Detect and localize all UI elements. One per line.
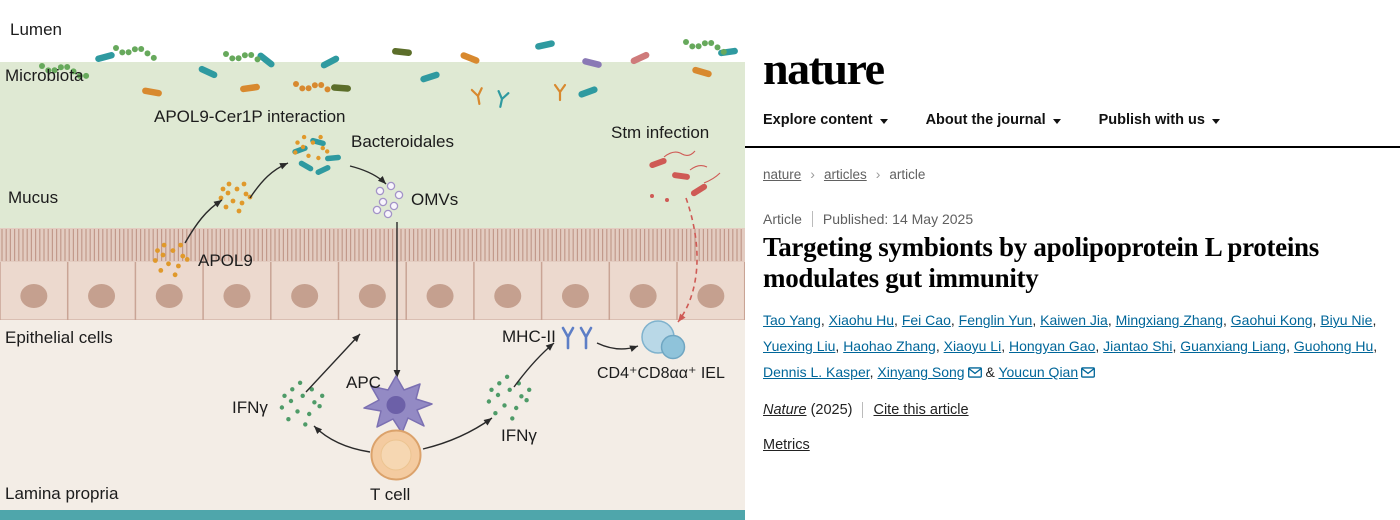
- metrics: Metrics: [763, 437, 810, 453]
- journal-link[interactable]: Nature: [763, 402, 807, 418]
- label-apol9-cer1p: APOL9-Cer1P interaction: [154, 107, 346, 126]
- email-icon[interactable]: [967, 367, 982, 378]
- nav-explore-content[interactable]: Explore content: [763, 112, 888, 128]
- breadcrumb-article: article: [889, 166, 926, 182]
- nav-publish-with-us[interactable]: Publish with us: [1099, 112, 1220, 128]
- breadcrumb-articles[interactable]: articles: [823, 166, 867, 182]
- nav-label: About the journal: [925, 112, 1046, 128]
- author-link[interactable]: Haohao Zhang: [843, 337, 936, 354]
- author-link[interactable]: Biyu Nie: [1320, 312, 1373, 328]
- breadcrumb-separator: ›: [875, 166, 881, 182]
- label-epithelial-cells: Epithelial cells: [5, 328, 113, 347]
- journal-line: Nature (2025) Cite this article: [763, 402, 969, 418]
- author-link[interactable]: Xiaohu Hu: [828, 312, 895, 328]
- site-nav: Explore content About the journal Publis…: [763, 112, 1220, 128]
- label-microbiota: Microbiota: [5, 66, 84, 85]
- author-link[interactable]: Fei Cao: [901, 312, 951, 328]
- figure-panel: Lumen Microbiota APOL9-Cer1P interaction…: [0, 20, 745, 520]
- author-link[interactable]: Tao Yang: [763, 312, 821, 328]
- label-stm-infection: Stm infection: [611, 123, 710, 142]
- label-lumen: Lumen: [10, 20, 62, 39]
- gut-immunity-figure: [0, 39, 745, 520]
- iel-cell-icon: [641, 320, 686, 360]
- microvilli-stripes-icon: [1, 229, 742, 261]
- author-link[interactable]: Mingxiang Zhang: [1115, 312, 1224, 328]
- author-list: Tao Yang, Xiaohu Hu, Fei Cao, Fenglin Yu…: [763, 312, 1378, 380]
- nature-logo[interactable]: nature: [763, 43, 885, 94]
- breadcrumb-nature[interactable]: nature: [763, 166, 802, 182]
- label-apol9: APOL9: [198, 251, 253, 270]
- author-link[interactable]: Guohong Hu: [1293, 337, 1374, 354]
- label-omvs: OMVs: [411, 190, 459, 209]
- author-link[interactable]: Hongyan Gao: [1008, 337, 1096, 354]
- metrics-link[interactable]: Metrics: [763, 437, 810, 453]
- article-title: Targeting symbionts by apolipoprotein L …: [763, 232, 1319, 294]
- nav-label: Publish with us: [1098, 112, 1205, 128]
- figure-arrows: [184, 162, 698, 453]
- chevron-down-icon: [1052, 118, 1061, 124]
- t-cell-icon: [370, 429, 422, 481]
- article-type: Article: [763, 211, 802, 227]
- breadcrumb: nature › articles › article: [763, 166, 925, 182]
- label-apc: APC: [346, 373, 381, 392]
- author-link[interactable]: Dennis L. Kasper: [763, 363, 870, 380]
- label-ifng-left: IFNγ: [232, 398, 268, 417]
- mhc-ii-icon: [561, 326, 575, 350]
- author-link[interactable]: Youcun Qian: [998, 363, 1079, 380]
- divider: [862, 402, 864, 418]
- author-link[interactable]: Yuexing Liu: [763, 337, 836, 354]
- label-ifng-right: IFNγ: [501, 426, 537, 445]
- epithelial-cell-outlines: [0, 262, 745, 321]
- label-lamina-propria: Lamina propria: [5, 484, 119, 503]
- label-mhc-ii: MHC-II: [502, 327, 556, 346]
- header-rule: [745, 146, 1400, 148]
- article-panel: nature Explore content About the journal…: [745, 0, 1400, 520]
- breadcrumb-separator: ›: [810, 166, 815, 182]
- microbiota-band: [0, 62, 745, 228]
- nav-about-the-journal[interactable]: About the journal: [926, 112, 1061, 128]
- author-link[interactable]: Xiaoyu Li: [943, 337, 1002, 354]
- author-link[interactable]: Guanxiang Liang: [1180, 337, 1287, 354]
- published-date: Published: 14 May 2025: [822, 211, 974, 227]
- apol9-dots-icon: [293, 134, 330, 161]
- label-t-cell: T cell: [370, 485, 411, 504]
- author-link[interactable]: Fenglin Yun: [958, 312, 1033, 328]
- ifn-gamma-dots-icon: [279, 380, 325, 427]
- journal-year: (2025): [810, 402, 853, 418]
- chevron-down-icon: [879, 118, 888, 124]
- article-meta: Article Published: 14 May 2025: [763, 211, 973, 227]
- author-link[interactable]: Xinyang Song: [877, 363, 965, 380]
- omv-vesicles-icon: [372, 181, 404, 219]
- nav-label: Explore content: [763, 112, 873, 128]
- email-icon[interactable]: [1081, 367, 1096, 378]
- apol9-dots-icon: [152, 242, 190, 278]
- author-link[interactable]: Kaiwen Jia: [1040, 312, 1108, 328]
- label-bacteroidales: Bacteroidales: [351, 132, 455, 151]
- apc-cell-icon: [363, 375, 433, 434]
- mhc-ii-icon: [579, 326, 593, 350]
- divider: [811, 211, 813, 227]
- lamina-propria-band: [0, 320, 745, 510]
- salmonella-icons: [649, 150, 721, 202]
- chevron-down-icon: [1211, 118, 1220, 124]
- cite-this-article-link[interactable]: Cite this article: [873, 402, 969, 418]
- author-link[interactable]: Jiantao Shi: [1103, 337, 1173, 354]
- author-link[interactable]: Gaohui Kong: [1230, 312, 1313, 328]
- label-mucus: Mucus: [8, 188, 59, 207]
- ifn-gamma-dots-icon: [486, 374, 532, 421]
- journal-citation: Nature (2025): [763, 402, 852, 418]
- label-iel: CD4⁺CD8αα⁺ IEL: [597, 365, 725, 382]
- bacteria-icons: [39, 39, 738, 108]
- bottom-band: [0, 510, 745, 520]
